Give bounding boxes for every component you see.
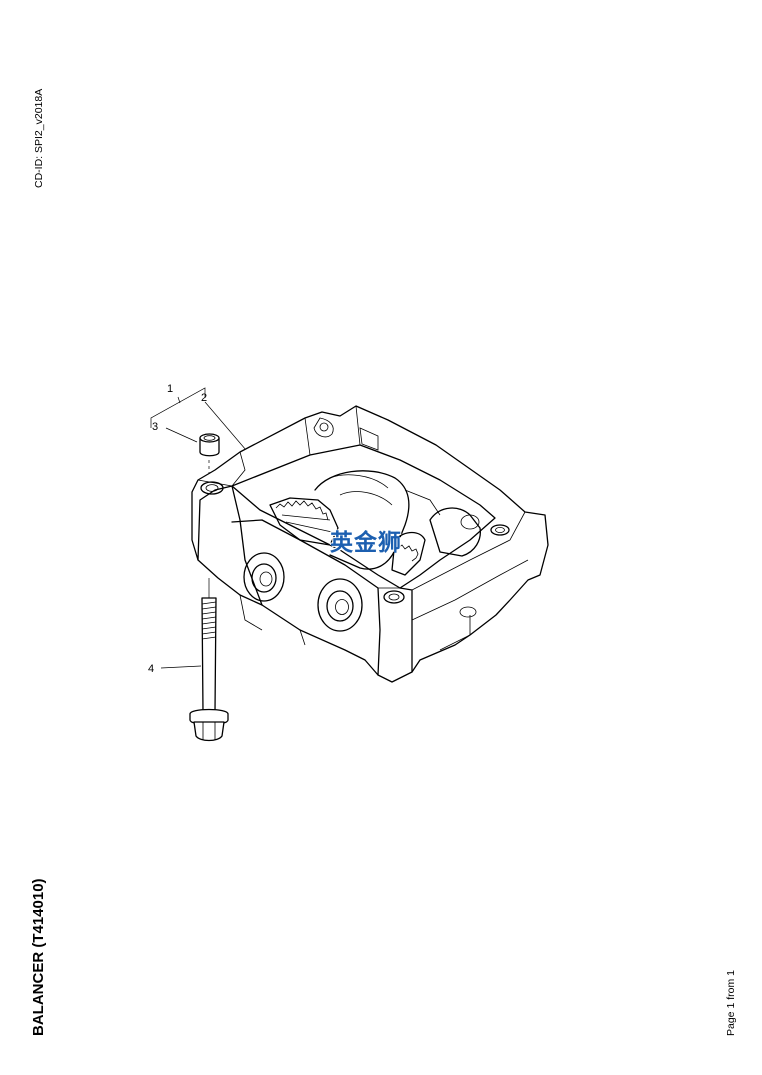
callout-1: 1 xyxy=(167,383,173,395)
callout-2: 2 xyxy=(201,392,207,404)
balance-shaft-gears xyxy=(269,470,481,576)
watermark-logo: 英金狮 xyxy=(330,530,402,556)
callout-3: 3 xyxy=(152,421,158,433)
sleeve-part-3 xyxy=(199,433,220,457)
flange-bolt-part-4 xyxy=(189,597,229,742)
balancer-housing xyxy=(191,405,549,683)
callout-4: 4 xyxy=(148,663,154,675)
callout-leaders xyxy=(150,387,247,669)
